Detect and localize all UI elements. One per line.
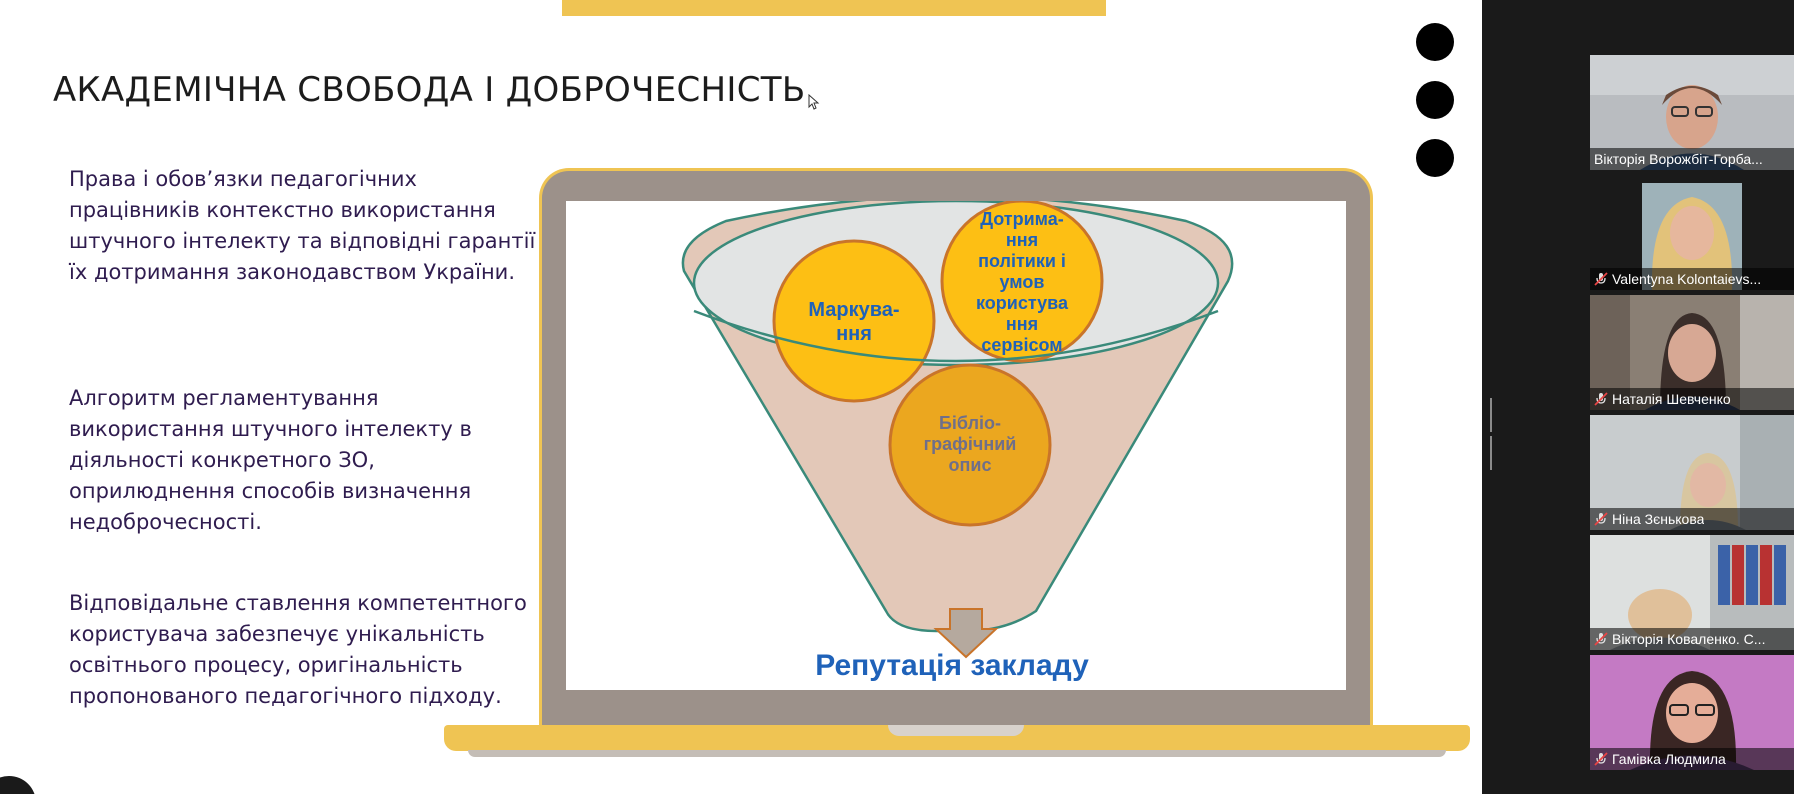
participant-tile-1[interactable]: Вікторія Ворожбіт-Горба... <box>1590 55 1794 170</box>
participant-tile-2[interactable]: Valentyna Kolontaievs... <box>1590 175 1794 290</box>
participant-tile-5[interactable]: Вікторія Коваленко. С... <box>1590 535 1794 650</box>
cursor-icon <box>808 94 820 110</box>
laptop-notch <box>888 725 1024 736</box>
participants-panel: Вікторія Ворожбіт-Горба... Valentyna Kol… <box>1482 0 1794 794</box>
circle-policy-line-7: сервісом <box>981 335 1062 355</box>
mic-off-icon <box>1594 632 1608 646</box>
drag-handle-icon[interactable] <box>1490 398 1497 470</box>
circle-policy-line-3: політики і <box>978 251 1066 271</box>
participant-name-bar: Гамівка Людмила <box>1590 748 1794 770</box>
slide-dot-3[interactable] <box>1416 139 1454 177</box>
circle-policy-line-6: ння <box>1006 314 1038 334</box>
circle-policy-line-4: умов <box>1000 272 1045 292</box>
circle-policy-line-1: Дотрима- <box>980 209 1064 229</box>
participant-tile-3[interactable]: Наталія Шевченко <box>1590 295 1794 410</box>
slide-top-accent-bar <box>562 0 1106 16</box>
participant-name: Наталія Шевченко <box>1612 391 1731 407</box>
funnel-result: Репутація закладу <box>815 649 1089 682</box>
circle-policy-line-5: користува <box>976 293 1069 313</box>
mic-off-icon <box>1594 752 1608 766</box>
circle-bibliography <box>888 363 1052 527</box>
participant-name-bar: Valentyna Kolontaievs... <box>1590 268 1794 290</box>
slide-paragraph-1: Права і обов’язки педагогічних працівник… <box>69 167 536 284</box>
participant-tile-4[interactable]: Ніна Зєнькова <box>1590 415 1794 530</box>
slide-dot-2[interactable] <box>1416 81 1454 119</box>
participant-name: Valentyna Kolontaievs... <box>1612 271 1762 287</box>
laptop-screen: Маркува- ння Дотрима- ння політики і умо… <box>566 201 1346 690</box>
slide-dot-1[interactable] <box>1416 23 1454 61</box>
presentation-slide: АКАДЕМІЧНА СВОБОДА І ДОБРОЧЕСНІСТЬ Права… <box>0 0 1470 794</box>
slide-title: АКАДЕМІЧНА СВОБОДА І ДОБРОЧЕСНІСТЬ <box>53 70 806 110</box>
circle-biblio-line-1: Бібліо- <box>939 413 1001 433</box>
slide-paragraph-3: Відповідальне ставлення компетентного ко… <box>69 591 527 708</box>
participant-name-bar: Наталія Шевченко <box>1590 388 1794 410</box>
participant-tile-6[interactable]: Гамівка Людмила <box>1590 655 1794 770</box>
participant-name: Вікторія Коваленко. С... <box>1612 631 1766 647</box>
participant-name-bar: Вікторія Коваленко. С... <box>1590 628 1794 650</box>
mic-off-icon <box>1594 512 1608 526</box>
arrow-down-icon <box>933 608 999 659</box>
mic-off-icon <box>1594 392 1608 406</box>
circle-biblio-line-3: опис <box>949 455 992 475</box>
corner-button[interactable] <box>0 776 36 794</box>
laptop-shadow <box>468 750 1446 757</box>
circle-marking-line-1: Маркува- <box>808 299 899 321</box>
circle-policy <box>940 201 1104 363</box>
participant-name: Ніна Зєнькова <box>1612 511 1705 527</box>
participant-name: Гамівка Людмила <box>1612 751 1726 767</box>
circle-biblio-line-2: графічний <box>924 434 1017 454</box>
circle-marking <box>772 239 936 403</box>
slide-paragraph-2: Алгоритм регламентування використання шт… <box>69 386 472 534</box>
participant-name-bar: Ніна Зєнькова <box>1590 508 1794 530</box>
circle-policy-line-2: ння <box>1006 230 1038 250</box>
circle-marking-line-2: ння <box>836 323 872 345</box>
funnel-diagram: Маркува- ння Дотрима- ння політики і умо… <box>681 201 1234 682</box>
mic-off-icon <box>1594 272 1608 286</box>
participant-name: Вікторія Ворожбіт-Горба... <box>1594 151 1763 167</box>
slide-nav-dots <box>1416 23 1454 197</box>
participant-name-bar: Вікторія Ворожбіт-Горба... <box>1590 148 1794 170</box>
